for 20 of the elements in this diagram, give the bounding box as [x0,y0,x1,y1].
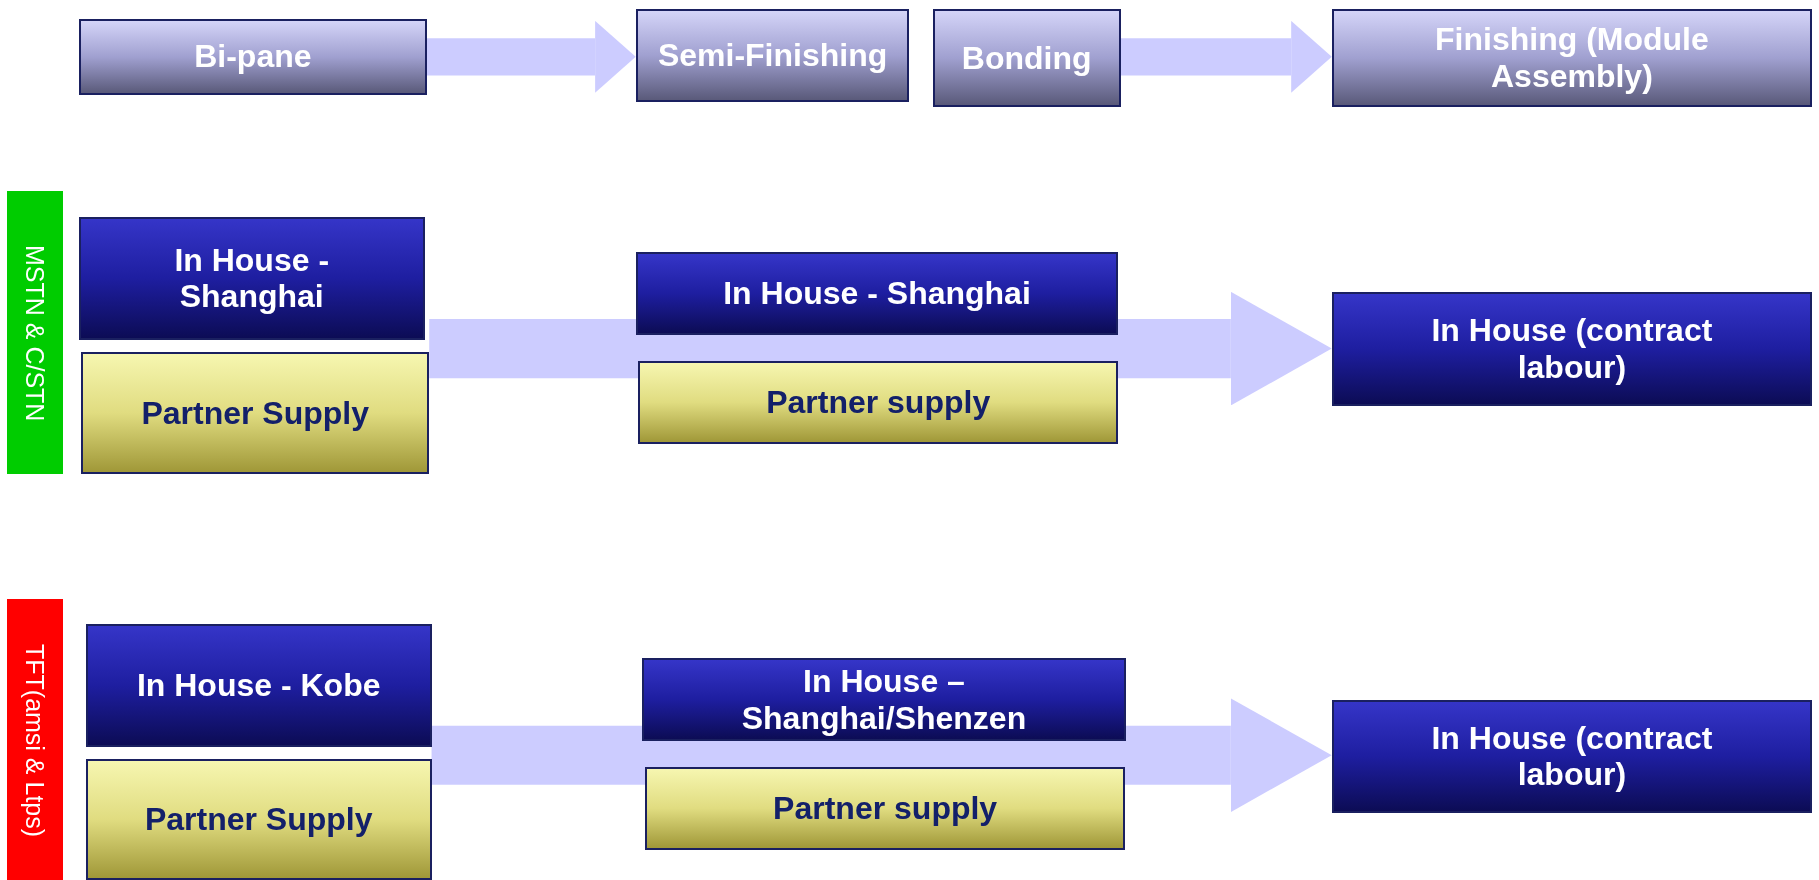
process-step-box: Bonding [932,9,1121,107]
in-house-box: In House – Shanghai/Shenzen [641,657,1127,742]
block-arrow [426,20,636,93]
partner-box: Partner Supply [81,351,430,475]
process-step-box: Semi-Finishing [635,9,910,103]
row-label-band: TFT(amsi & Ltps) [6,598,63,880]
partner-box: Partner supply [638,360,1119,445]
row-label-band: MSTN & C/STN [6,191,63,475]
block-arrow [431,698,1332,813]
in-house-box: In House - Shanghai [78,216,425,340]
process-step-box: Finishing (Module Assembly) [1331,9,1813,107]
in-house-box: In House (contract labour) [1331,292,1813,406]
in-house-box: In House - Shanghai [635,251,1119,336]
partner-box: Partner supply [645,766,1126,851]
in-house-box: In House - Kobe [85,624,432,748]
process-step-box: Bi-pane [78,18,427,96]
block-arrow [429,291,1332,406]
in-house-box: In House (contract labour) [1331,699,1813,814]
partner-box: Partner Supply [85,758,432,880]
block-arrow [1120,20,1332,93]
